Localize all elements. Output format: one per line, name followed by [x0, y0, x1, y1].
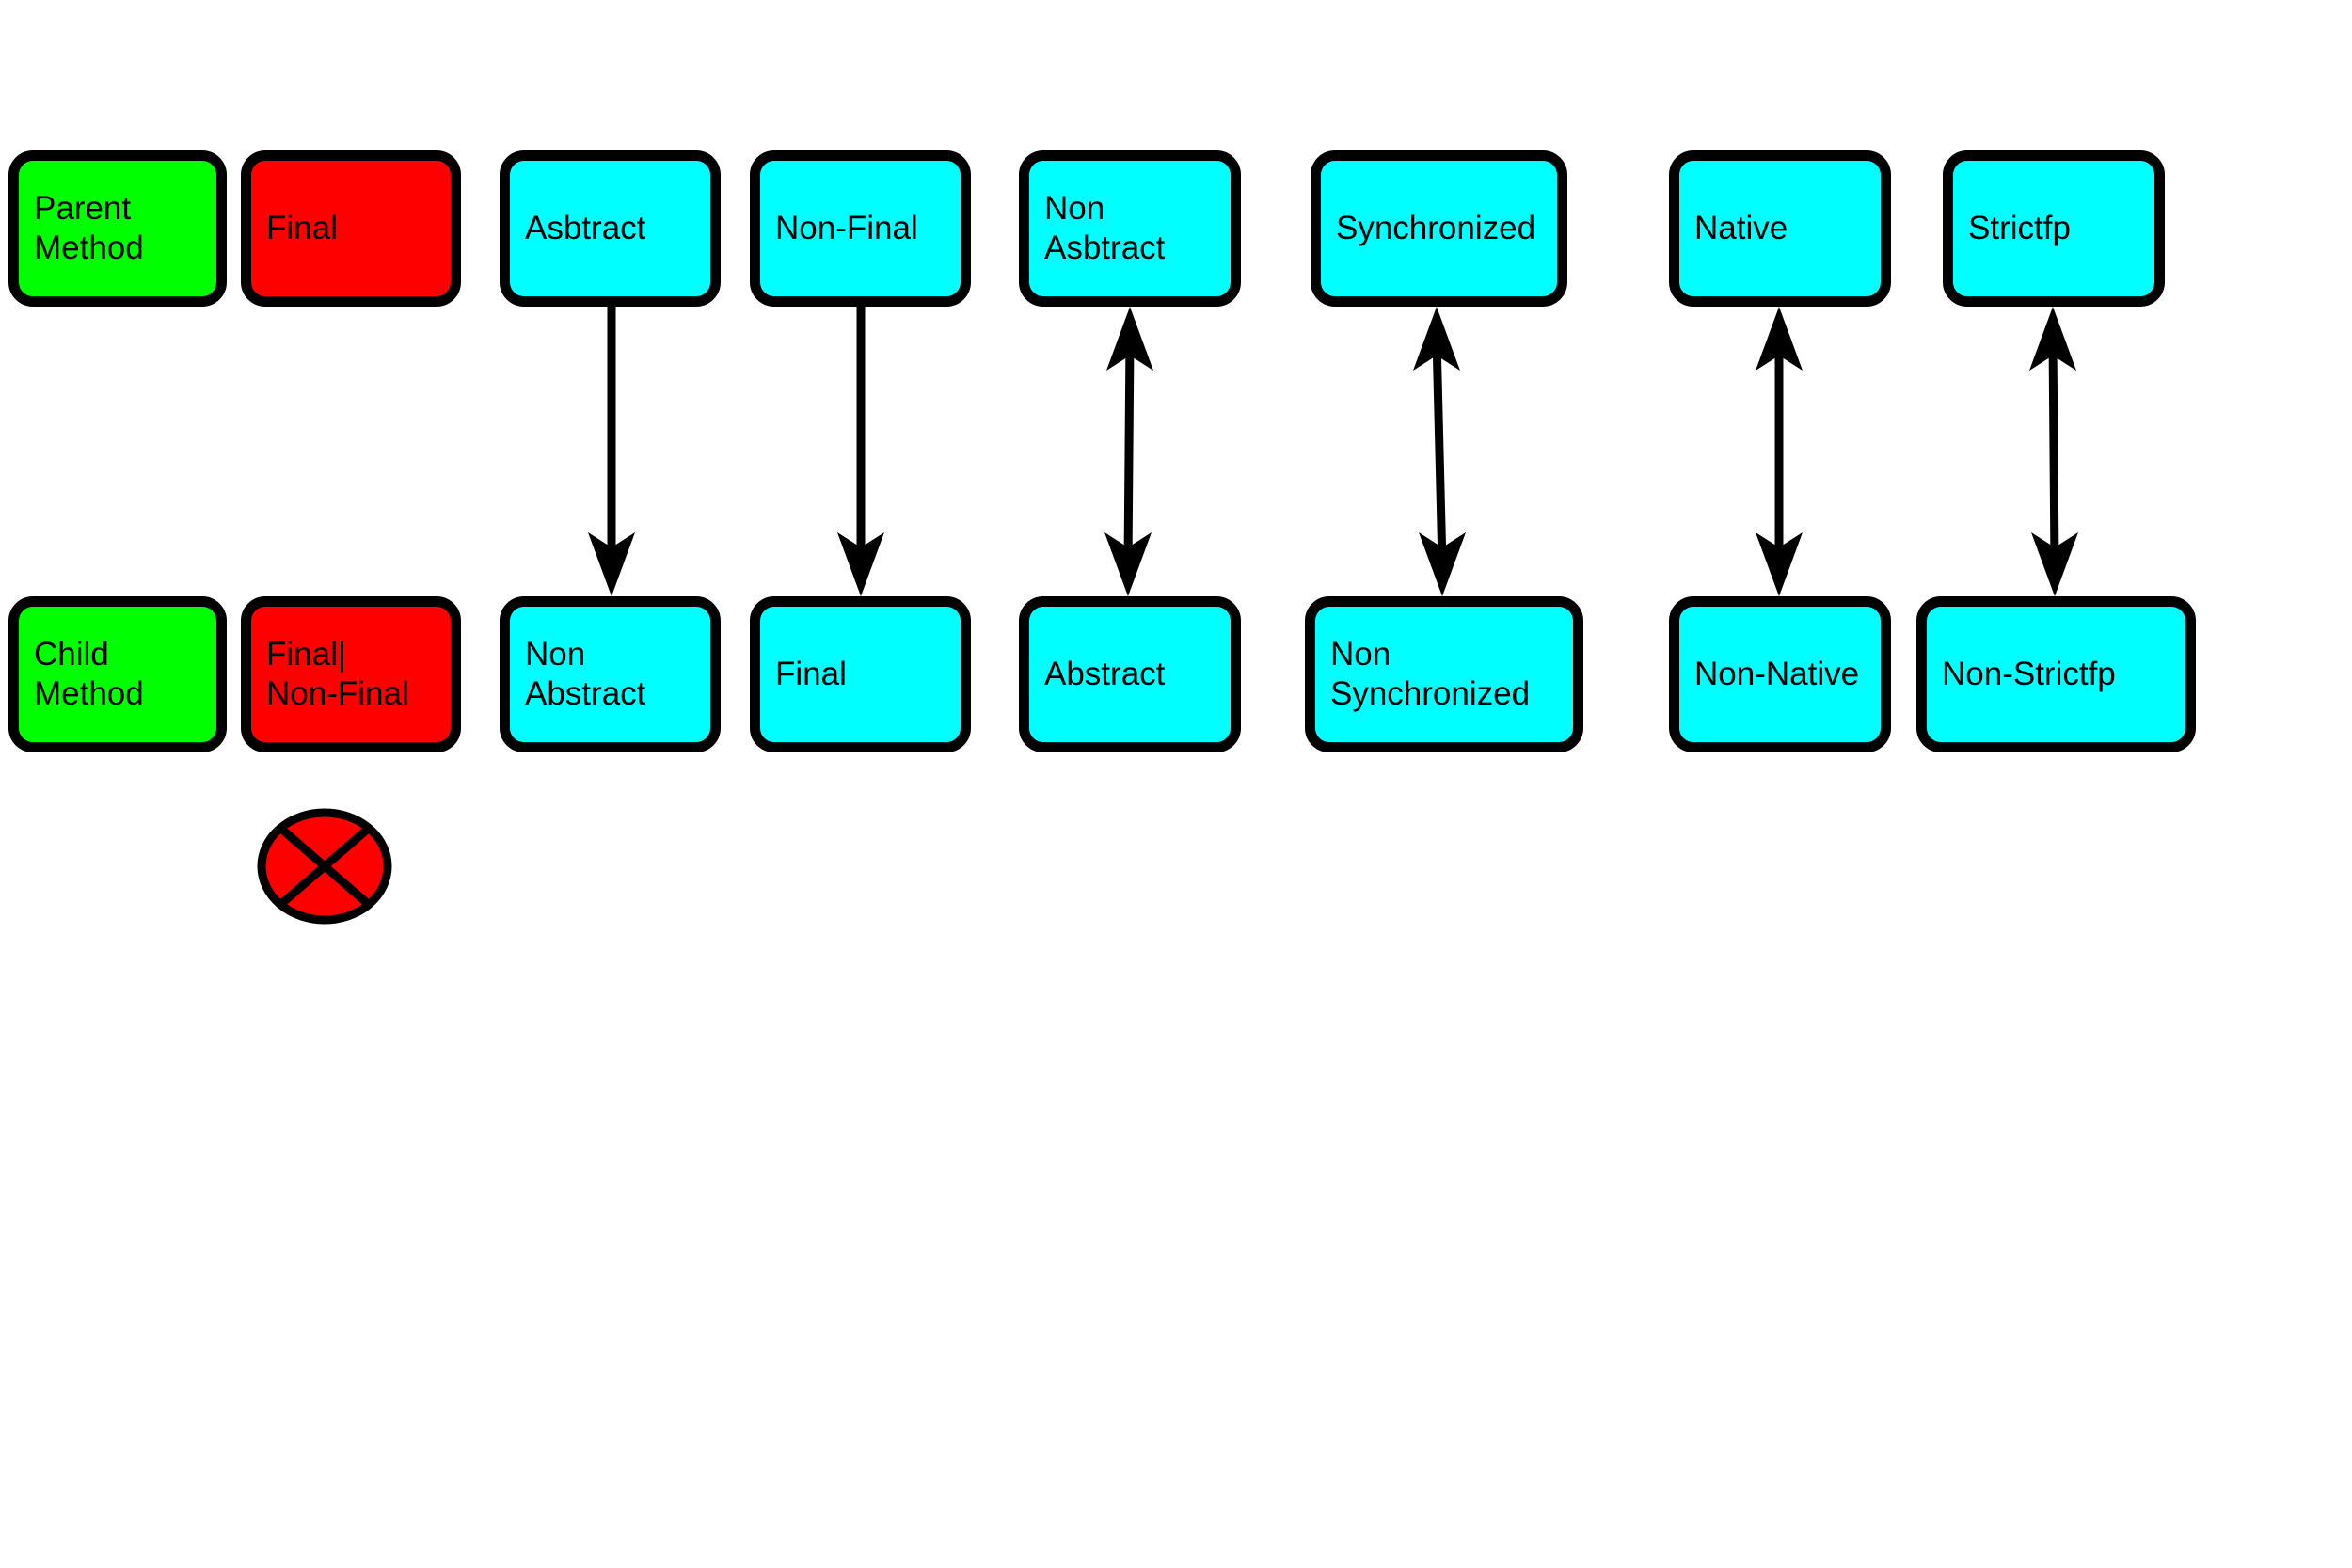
non-synchronized-child-label: Non Synchronized — [1330, 636, 1531, 712]
parent-method-label: Parent Method — [34, 190, 144, 266]
non-abstract-parent-label: Non Asbtract — [1044, 190, 1166, 266]
non-final-parent-box: Non-Final — [750, 150, 971, 307]
synchronized-parent-label: Synchronized — [1336, 210, 1536, 246]
non-strictfp-child-label: Non-Strictfp — [1942, 656, 2116, 692]
synchronized-parent-box: Synchronized — [1311, 150, 1567, 307]
non-abstract-child-box: Non Abstract — [500, 596, 721, 752]
abstract-child-box: Abstract — [1019, 596, 1241, 752]
parent-method-box: Parent Method — [8, 150, 227, 307]
non-abstract-parent-box: Non Asbtract — [1019, 150, 1241, 307]
arrowhead-down — [1756, 532, 1803, 596]
final-parent-label: Final — [266, 210, 338, 246]
strictfp-parent-label: Strictfp — [1968, 210, 2071, 246]
child-method-label: Child Method — [34, 636, 144, 712]
non-native-child-box: Non-Native — [1669, 596, 1891, 752]
cross-circle-icon — [257, 808, 392, 925]
abstract-child-label: Abstract — [1044, 656, 1166, 692]
final-child-2-label: Final — [775, 656, 847, 692]
arrowhead-up — [2029, 307, 2076, 371]
arrow-non-abstract-abstract — [1123, 338, 1135, 565]
non-native-child-label: Non-Native — [1694, 656, 1860, 692]
final-parent-box: Final — [241, 150, 461, 307]
strictfp-parent-box: Strictfp — [1943, 150, 2165, 307]
non-strictfp-child-box: Non-Strictfp — [1916, 596, 2196, 752]
final-child-2-box: Final — [750, 596, 971, 752]
non-synchronized-child-box: Non Synchronized — [1305, 596, 1583, 752]
arrowhead-down — [588, 532, 635, 596]
child-method-box: Child Method — [8, 596, 227, 752]
native-parent-label: Native — [1694, 210, 1788, 246]
arrowhead-up — [1413, 307, 1460, 371]
abstract-parent-label: Asbtract — [525, 210, 646, 246]
arrowhead-up — [1106, 307, 1153, 371]
arrowhead-up — [1756, 307, 1803, 371]
arrowhead-down — [2031, 532, 2078, 596]
arrowhead-down — [1104, 532, 1152, 596]
final-child-label: Final| Non-Final — [266, 636, 409, 712]
final-child-box: Final| Non-Final — [241, 596, 461, 752]
abstract-parent-box: Asbtract — [500, 150, 721, 307]
non-abstract-child-label: Non Abstract — [525, 636, 646, 712]
arrow-strictfp-non-strictfp — [2048, 338, 2059, 565]
arrowhead-down — [837, 532, 884, 596]
native-parent-box: Native — [1669, 150, 1891, 307]
arrowhead-down — [1419, 532, 1466, 596]
arrow-synchronized-non-synchronized — [1432, 338, 1447, 565]
non-final-parent-label: Non-Final — [775, 210, 918, 246]
